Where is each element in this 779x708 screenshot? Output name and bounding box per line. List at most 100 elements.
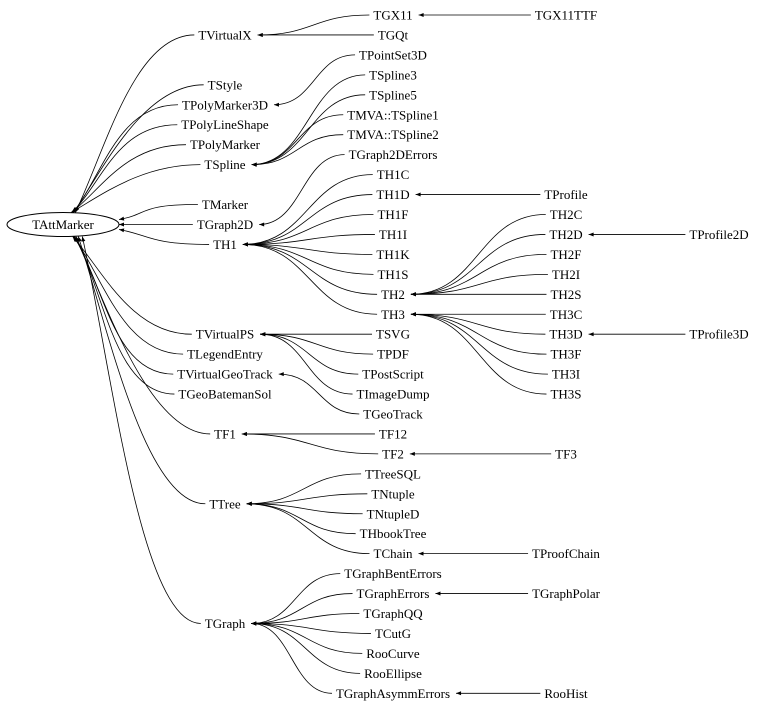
arrowhead-icon [241, 431, 247, 436]
edge-tgx11-to-tvirtualx [257, 14, 370, 36]
node-tntupled[interactable]: TNtupleD [367, 506, 420, 521]
node-label: TImageDump [357, 387, 430, 402]
node-tgqt[interactable]: TGQt [378, 27, 409, 42]
node-th1i[interactable]: TH1I [379, 227, 407, 242]
node-th1f[interactable]: TH1F [377, 207, 408, 222]
node-th1c[interactable]: TH1C [377, 167, 410, 182]
node-label: TH2F [550, 247, 581, 262]
edge-th3i-to-th3 [410, 313, 548, 375]
node-tstyle[interactable]: TStyle [208, 77, 243, 92]
node-th2i[interactable]: TH2I [552, 267, 580, 282]
node-tprofile2d[interactable]: TProfile2D [689, 227, 748, 242]
node-tproofchain[interactable]: TProofChain [532, 546, 600, 561]
arrowhead-icon [242, 242, 248, 247]
node-th3s[interactable]: TH3S [550, 387, 581, 402]
node-tntuple[interactable]: TNtuple [371, 486, 415, 501]
node-tf12[interactable]: TF12 [379, 426, 407, 441]
node-tpostscript[interactable]: TPostScript [362, 367, 424, 382]
edge-tvirtualps-to-tattmarker [72, 236, 192, 335]
node-tpolymarker[interactable]: TPolyMarker [190, 137, 261, 152]
edge-tchain-to-ttree [246, 503, 370, 555]
node-th1[interactable]: TH1 [213, 237, 237, 252]
node-timagedump[interactable]: TImageDump [357, 387, 430, 402]
node-tgx11[interactable]: TGX11 [373, 8, 412, 23]
edge-tgraph2derrors-to-tgraph2d [259, 154, 345, 225]
node-ttreesql[interactable]: TTreeSQL [365, 466, 421, 481]
node-tf1[interactable]: TF1 [214, 426, 236, 441]
arrowhead-icon [273, 102, 279, 107]
node-label: TH1D [376, 187, 409, 202]
node-tattmarker[interactable]: TAttMarker [6, 211, 120, 237]
node-roocurve[interactable]: RooCurve [366, 646, 420, 661]
node-th1k[interactable]: TH1K [376, 247, 410, 262]
node-tmarker[interactable]: TMarker [202, 197, 249, 212]
node-tgeotrack[interactable]: TGeoTrack [363, 407, 423, 422]
node-th3[interactable]: TH3 [381, 307, 405, 322]
node-th1s[interactable]: TH1S [377, 267, 408, 282]
node-tgraphasymmerrors[interactable]: TGraphAsymmErrors [336, 686, 450, 701]
node-tvirtualgeotrack[interactable]: TVirtualGeoTrack [177, 367, 273, 382]
node-th2c[interactable]: TH2C [550, 207, 583, 222]
node-th3f[interactable]: TH3F [550, 347, 581, 362]
node-tspline[interactable]: TSpline [204, 157, 245, 172]
node-th2f[interactable]: TH2F [550, 247, 581, 262]
node-tpolymarker3d[interactable]: TPolyMarker3D [182, 97, 268, 112]
node-label: TPolyMarker [190, 137, 261, 152]
node-tsvg[interactable]: TSVG [376, 327, 410, 342]
node-tgraph2d[interactable]: TGraph2D [197, 217, 253, 232]
node-tmva-tspline1[interactable]: TMVA::TSpline1 [347, 107, 439, 122]
node-tpolylineshape[interactable]: TPolyLineShape [181, 117, 269, 132]
node-th3i[interactable]: TH3I [552, 367, 580, 382]
node-tgeobatemansol[interactable]: TGeoBatemanSol [178, 387, 272, 402]
node-tprofile3d[interactable]: TProfile3D [689, 327, 748, 342]
edge-tlegendentry-to-tattmarker [72, 236, 184, 355]
node-th1d[interactable]: TH1D [376, 187, 409, 202]
node-tlegendentry[interactable]: TLegendEntry [187, 347, 263, 362]
node-roohist[interactable]: RooHist [544, 686, 588, 701]
node-label: TGraph [205, 616, 246, 631]
node-label: TVirtualX [198, 27, 252, 42]
node-tspline3[interactable]: TSpline3 [369, 67, 417, 82]
edge-roocurve-to-tgraph [251, 623, 363, 654]
node-label: TH2I [552, 267, 580, 282]
node-tgx11ttf[interactable]: TGX11TTF [535, 8, 597, 23]
node-tgraph[interactable]: TGraph [205, 616, 246, 631]
node-th2s[interactable]: TH2S [550, 287, 581, 302]
node-ttree[interactable]: TTree [209, 496, 241, 511]
edge-th1s-to-th1 [242, 244, 374, 275]
node-th3d[interactable]: TH3D [549, 327, 582, 342]
node-label: TH3S [550, 387, 581, 402]
node-th2d[interactable]: TH2D [549, 227, 582, 242]
arrowhead-icon [456, 691, 462, 696]
node-label: TPDF [377, 347, 409, 362]
edge-tgraph-to-tattmarker [81, 236, 201, 624]
node-tprofile[interactable]: TProfile [544, 187, 588, 202]
node-tgraph2derrors[interactable]: TGraph2DErrors [349, 147, 438, 162]
node-tmva-tspline2[interactable]: TMVA::TSpline2 [347, 127, 439, 142]
node-th2[interactable]: TH2 [381, 287, 405, 302]
node-th3c[interactable]: TH3C [550, 307, 583, 322]
edge-tf2-to-tf1 [241, 433, 379, 455]
edge-th1k-to-th1 [242, 244, 373, 255]
node-tgraphbenterrors[interactable]: TGraphBentErrors [344, 566, 441, 581]
node-tcutg[interactable]: TCutG [375, 626, 411, 641]
node-tf2[interactable]: TF2 [382, 446, 404, 461]
edge-tspline3-to-tspline [251, 74, 366, 166]
edge-timagedump-to-tvirtualps [260, 333, 353, 395]
edge-tpolylineshape-to-tattmarker [72, 124, 178, 213]
node-thbooktree[interactable]: THbookTree [360, 526, 427, 541]
node-tgrapherrors[interactable]: TGraphErrors [357, 586, 430, 601]
edge-th2-to-th1 [242, 244, 378, 295]
arrowhead-icon [251, 621, 257, 626]
node-tf3[interactable]: TF3 [555, 446, 577, 461]
node-label: TGX11 [373, 8, 412, 23]
node-rooellipse[interactable]: RooEllipse [364, 666, 422, 681]
node-tpdf[interactable]: TPDF [377, 347, 409, 362]
node-tgraphqq[interactable]: TGraphQQ [363, 606, 423, 621]
node-tgraphpolar[interactable]: TGraphPolar [532, 586, 601, 601]
node-tpointset3d[interactable]: TPointSet3D [359, 47, 427, 62]
node-tspline5[interactable]: TSpline5 [369, 87, 417, 102]
node-tvirtualps[interactable]: TVirtualPS [196, 327, 254, 342]
node-tchain[interactable]: TChain [374, 546, 413, 561]
node-tvirtualx[interactable]: TVirtualX [198, 27, 252, 42]
